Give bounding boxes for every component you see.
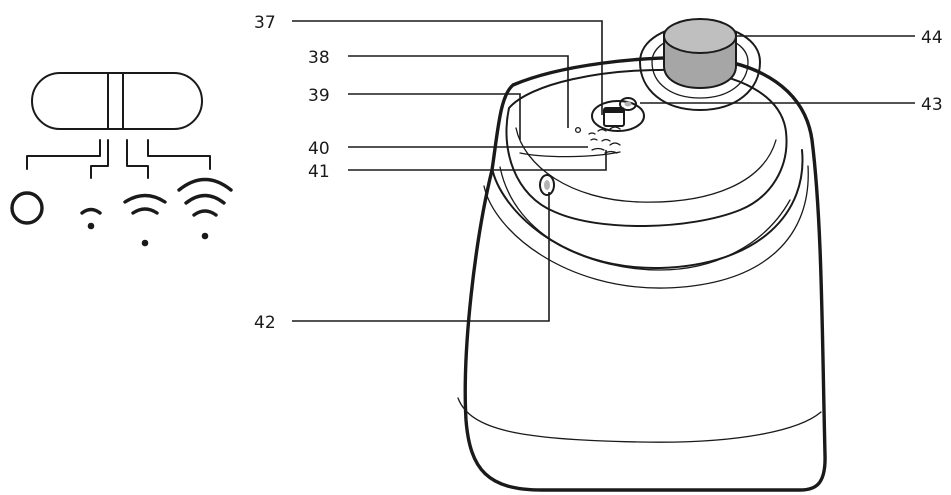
callout-44: 44 xyxy=(921,28,943,48)
leader-lines xyxy=(292,20,915,322)
side-hole-42 xyxy=(539,174,555,196)
legend-bracket-off xyxy=(26,139,101,170)
rotary-knob xyxy=(663,18,737,90)
callout-37: 37 xyxy=(254,13,276,33)
knob-top xyxy=(663,18,737,54)
signal-medium-icon xyxy=(123,193,167,247)
callout-39: 39 xyxy=(308,86,330,106)
slide-switch xyxy=(591,100,645,132)
off-circle-icon xyxy=(10,191,44,225)
legend-slider-switch xyxy=(31,72,203,130)
callout-43: 43 xyxy=(921,95,943,115)
signal-low-icon xyxy=(80,207,102,230)
indicator-light-43 xyxy=(619,97,637,111)
legend-bracket-low xyxy=(90,139,109,179)
callout-42: 42 xyxy=(254,313,276,333)
switch-legend xyxy=(10,72,233,247)
callout-38: 38 xyxy=(308,48,330,68)
legend-bracket-high xyxy=(147,139,211,170)
legend-bracket-medium xyxy=(126,139,149,179)
callout-41: 41 xyxy=(308,162,330,182)
signal-high-icon xyxy=(177,177,233,240)
callout-40: 40 xyxy=(308,139,330,159)
